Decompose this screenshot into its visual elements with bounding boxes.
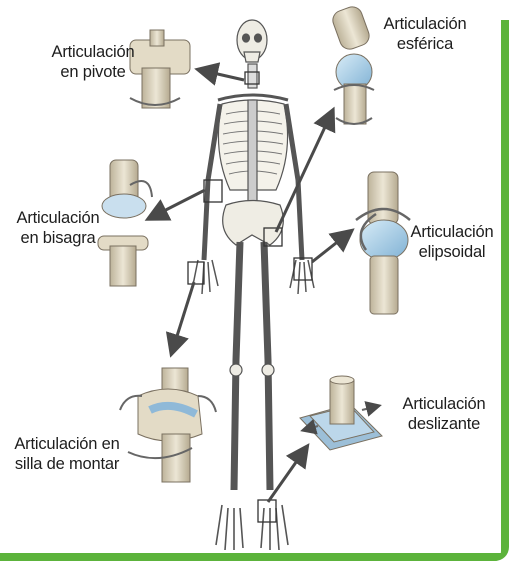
label-silla: Articulación en silla de montar xyxy=(8,434,126,474)
clavicles xyxy=(217,93,289,102)
left-foot xyxy=(215,504,244,551)
hinge-joint-illustration xyxy=(97,159,153,287)
eye-socket-right xyxy=(253,33,263,43)
right-humerus-forearm xyxy=(283,103,305,261)
box-hip xyxy=(263,227,283,247)
green-border-right xyxy=(491,20,509,561)
label-elipsoidal-line1: Articulación xyxy=(410,223,494,241)
label-silla-line2: silla de montar xyxy=(14,455,120,473)
ellipsoid-joint-illustration xyxy=(355,171,411,315)
arrow-pivote xyxy=(194,62,245,86)
label-silla-line1: Articulación en xyxy=(14,435,120,453)
jaw xyxy=(243,51,261,63)
spine xyxy=(247,99,258,211)
saddle-joint-illustration xyxy=(119,367,217,483)
label-deslizante-line2: deslizante xyxy=(407,415,481,433)
label-pivote: Articulación en pivote xyxy=(38,42,148,82)
green-border-bottom xyxy=(0,553,503,561)
right-knee xyxy=(261,363,275,377)
box-foot xyxy=(257,499,277,523)
label-bisagra: Articulación en bisagra xyxy=(8,208,108,248)
left-leg xyxy=(230,241,244,491)
label-elipsoidal: Articulación elipsoidal xyxy=(404,222,500,262)
right-hand xyxy=(289,259,315,295)
label-esferica-line1: Articulación xyxy=(383,15,467,33)
arrow-elipsoidal xyxy=(311,228,355,264)
label-deslizante-line1: Articulación xyxy=(402,395,486,413)
right-foot xyxy=(260,504,289,551)
left-humerus-forearm xyxy=(201,103,223,261)
label-elipsoidal-line2: elipsoidal xyxy=(418,243,486,261)
label-esferica: Articulación esférica xyxy=(370,14,480,54)
label-deslizante: Articulación deslizante xyxy=(396,394,492,434)
pointer-arrows xyxy=(144,62,355,503)
gliding-joint-illustration xyxy=(299,375,383,451)
pivot-joint-illustration xyxy=(129,29,191,109)
label-esferica-line2: esférica xyxy=(396,35,454,53)
location-boxes xyxy=(187,71,313,523)
label-pivote-line2: en pivote xyxy=(60,63,126,81)
pelvis xyxy=(222,199,284,246)
ball-joint-illustration xyxy=(332,6,375,125)
box-wrist-right xyxy=(293,257,313,281)
box-wrist-left xyxy=(187,261,205,285)
left-knee xyxy=(229,363,243,377)
arrow-silla xyxy=(165,281,196,358)
box-neck xyxy=(244,71,260,85)
arrow-deslizante xyxy=(266,443,310,503)
cervical-spine xyxy=(247,63,258,89)
skeleton xyxy=(191,19,315,551)
arrow-bisagra xyxy=(144,188,206,221)
eye-socket-left xyxy=(241,33,251,43)
left-hand xyxy=(191,259,219,295)
label-bisagra-line1: Articulación xyxy=(16,209,100,227)
right-leg xyxy=(260,241,274,491)
arrow-esferica xyxy=(274,106,336,233)
label-bisagra-line2: en bisagra xyxy=(20,229,96,247)
label-pivote-line1: Articulación xyxy=(51,43,135,61)
